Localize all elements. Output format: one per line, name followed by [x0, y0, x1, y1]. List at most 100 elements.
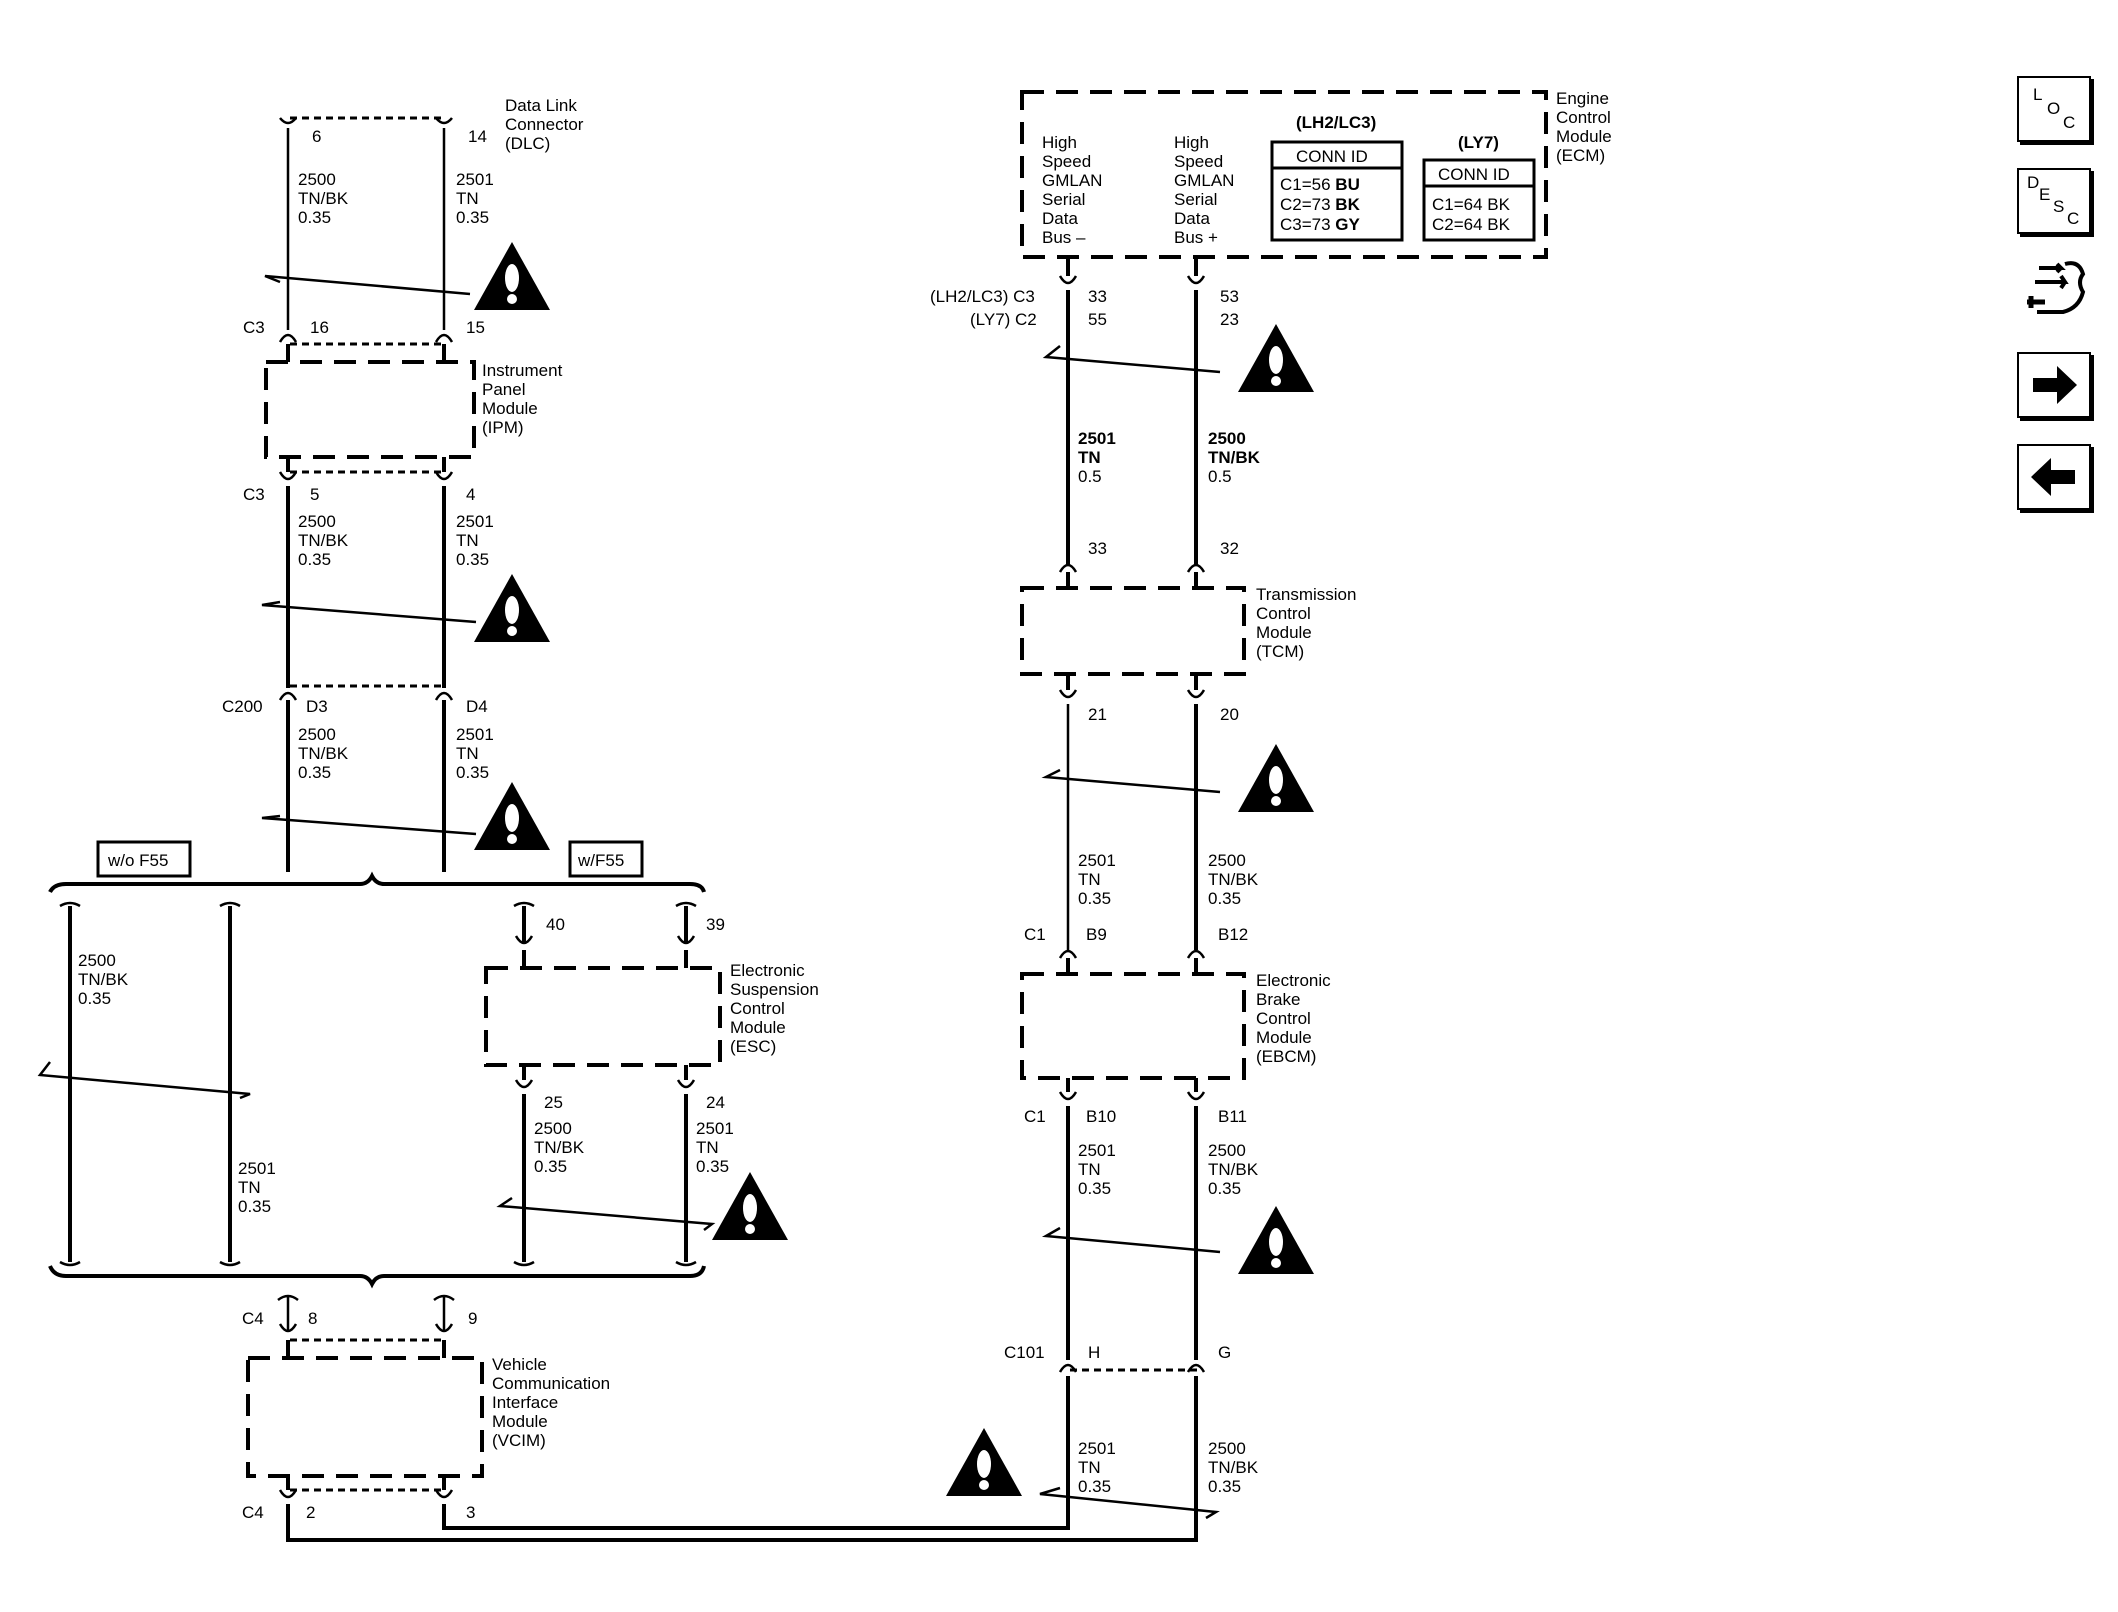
ecm-bus-minus-4: Serial [1042, 190, 1085, 209]
ebcm-pin-b9: B9 [1086, 925, 1107, 944]
ebcm-pin-b12: B12 [1218, 925, 1248, 944]
svg-text:L: L [2033, 85, 2042, 104]
wire-label: 0.35 [1208, 1179, 1241, 1198]
dlc-connector: 6 14 Data Link Connector (DLC) [279, 96, 584, 153]
wire-label: 0.35 [456, 550, 489, 569]
ebcm-name-3: Control [1256, 1009, 1311, 1028]
ecm-name-3: Module [1556, 127, 1612, 146]
wire-label: TN [1078, 448, 1101, 467]
wire-label: TN/BK [1208, 870, 1259, 889]
ecm-module: High Speed GMLAN Serial Data Bus – High … [930, 89, 1612, 329]
wire-label: 0.35 [1078, 1477, 1111, 1496]
ipm-pin-5: 5 [310, 485, 319, 504]
ebcm-module: C1 B9 B12 Electronic Brake Control Modul… [1020, 925, 1331, 1126]
dlc-name-2: Connector [505, 115, 584, 134]
ipm-conn-bot: C3 [243, 485, 265, 504]
wire-label: 2500 [78, 951, 116, 970]
ecm-pin-23: 23 [1220, 310, 1239, 329]
ecm-conn-lh2: (LH2/LC3) C3 [930, 287, 1035, 306]
wire-label: 2500 [1208, 429, 1246, 448]
vcim-name-5: (VCIM) [492, 1431, 546, 1450]
vcim-pin-3: 3 [466, 1503, 475, 1522]
esc-name-1: Electronic [730, 961, 805, 980]
tcm-pin-33: 33 [1088, 539, 1107, 558]
ebcm-conn-top: C1 [1024, 925, 1046, 944]
previous-page-button[interactable] [2017, 444, 2091, 510]
wire-label: TN [456, 744, 479, 763]
vcim-pin-2: 2 [306, 1503, 315, 1522]
ipm-name-4: (IPM) [482, 418, 524, 437]
wire-label: TN/BK [534, 1138, 585, 1157]
wire-label: 0.35 [534, 1157, 567, 1176]
warning-icon [1238, 744, 1314, 812]
option-wo-f55: w/o F55 [107, 851, 168, 870]
wire-label: TN/BK [78, 970, 129, 989]
svg-text:O: O [2047, 99, 2060, 118]
wire-label: TN [456, 189, 479, 208]
wire-label: 0.5 [1078, 467, 1102, 486]
schematic-button[interactable] [2017, 256, 2087, 318]
dlc-pin-14: 14 [468, 127, 487, 146]
esc-module: 40 39 Electronic Suspension Control Modu… [484, 901, 819, 1112]
wire-label: 2500 [298, 512, 336, 531]
esc-name-5: (ESC) [730, 1037, 776, 1056]
ecm-table2-row: C2=64 BK [1432, 215, 1511, 234]
wire-label: 2500 [298, 725, 336, 744]
wire-label: 2501 [1078, 1439, 1116, 1458]
esc-name-2: Suspension [730, 980, 819, 999]
ebcm-conn-bot: C1 [1024, 1107, 1046, 1126]
wire-label: 2500 [1208, 1141, 1246, 1160]
wire-label: 0.35 [456, 763, 489, 782]
svg-text:C: C [2063, 113, 2075, 132]
tcm-pin-20: 20 [1220, 705, 1239, 724]
ebcm-name-5: (EBCM) [1256, 1047, 1316, 1066]
wire-label: TN/BK [1208, 1458, 1259, 1477]
wire-label: 2501 [456, 512, 494, 531]
esc-pin-40: 40 [546, 915, 565, 934]
ecm-bus-plus-4: Serial [1174, 190, 1217, 209]
wire-label: 2501 [456, 170, 494, 189]
c101-label: C101 [1004, 1343, 1045, 1362]
warning-icon [474, 782, 550, 850]
warning-icon [946, 1428, 1022, 1496]
ecm-bus-plus-5: Data [1174, 209, 1210, 228]
ebcm-pin-b10: B10 [1086, 1107, 1116, 1126]
ecm-table1-row: C1=56 BU [1280, 175, 1360, 194]
ecm-bus-minus-6: Bus – [1042, 228, 1086, 247]
wire-label: 2501 [238, 1159, 276, 1178]
ecm-table1-row: C3=73 GY [1280, 215, 1361, 234]
c101-connector: C101 H G [1004, 1343, 1231, 1374]
wire-label: TN/BK [298, 744, 349, 763]
vcim-conn-bot: C4 [242, 1503, 264, 1522]
ecm-name-2: Control [1556, 108, 1611, 127]
ecm-table2-title: CONN ID [1438, 165, 1510, 184]
vcim-module: C4 8 9 Vehicle Communication Interface M… [242, 1294, 610, 1522]
ecm-name-4: (ECM) [1556, 146, 1605, 165]
wire-label: 0.35 [1208, 1477, 1241, 1496]
wire-label: TN [456, 531, 479, 550]
tcm-pin-32: 32 [1220, 539, 1239, 558]
svg-text:D: D [2027, 173, 2039, 192]
vcim-name-4: Module [492, 1412, 548, 1431]
tcm-name-1: Transmission [1256, 585, 1356, 604]
desc-button[interactable]: D E S C [2017, 168, 2091, 234]
wire-label: TN [238, 1178, 261, 1197]
ecm-bus-plus-2: Speed [1174, 152, 1223, 171]
ipm-pin-15: 15 [466, 318, 485, 337]
wire-label: TN [1078, 870, 1101, 889]
ecm-bus-minus-2: Speed [1042, 152, 1091, 171]
loc-button[interactable]: L O C [2017, 76, 2091, 142]
wire-label: 2501 [1078, 429, 1116, 448]
wire-label: TN/BK [298, 189, 349, 208]
tcm-name-2: Control [1256, 604, 1311, 623]
ipm-module: C3 16 15 Instrument Panel Module (IPM) C… [243, 318, 563, 504]
next-page-button[interactable] [2017, 352, 2091, 418]
wire-label: 0.35 [1078, 889, 1111, 908]
ecm-table1-header: (LH2/LC3) [1296, 113, 1376, 132]
ebcm-name-4: Module [1256, 1028, 1312, 1047]
svg-text:C: C [2067, 209, 2079, 228]
c200-pin-d3: D3 [306, 697, 328, 716]
warning-icon [474, 242, 550, 310]
wire-label: TN/BK [298, 531, 349, 550]
